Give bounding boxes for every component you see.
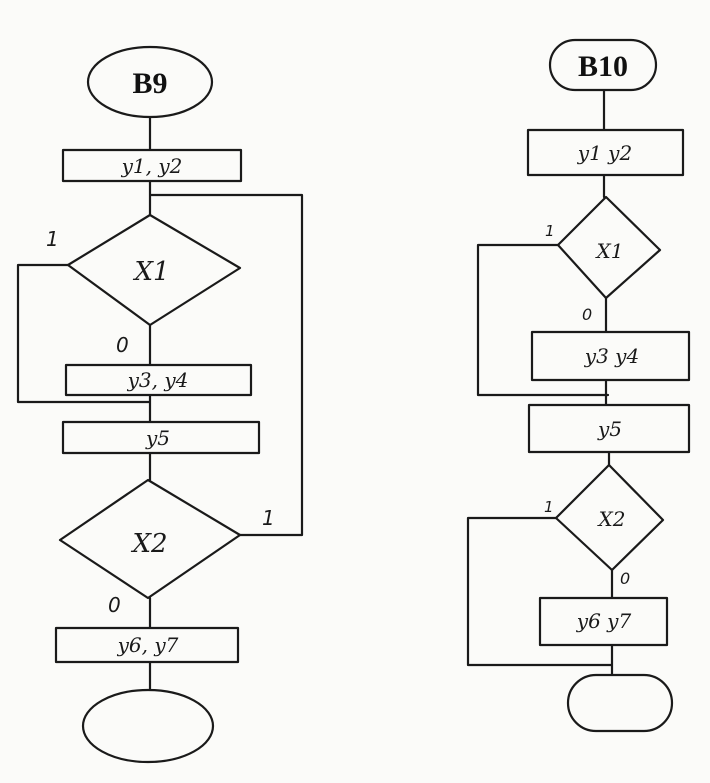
b10-process-y3-y4 [530, 330, 691, 382]
b9-decision-x1-false-label: 0 [116, 333, 129, 357]
b9-process-y5 [61, 420, 261, 455]
b10-decision-x2 [554, 463, 665, 572]
b9-process-y6-y7-label: y6, y7 [117, 633, 179, 657]
b10-process-y1-y2 [526, 128, 685, 177]
b9-decision-x1 [66, 213, 242, 327]
b10-decision-x2-true-label: 1 [544, 498, 554, 516]
b10-connector-lines [466, 88, 614, 677]
b9-process-y3-y4-label: y3, y4 [127, 368, 189, 392]
b9-process-y1-y2-label: y1, y2 [121, 154, 183, 178]
b9-connector-lines [16, 115, 304, 692]
b10-process-y6-y7-label: y6 y7 [576, 609, 632, 633]
b10-process-y3-y4-label: y3 y4 [584, 344, 639, 368]
b10-process-y6-y7 [538, 596, 669, 647]
b10-process-y5 [527, 403, 691, 454]
flowchart-b9: B9 y1, y2 X1 1 0 y3, y4 y5 X2 1 0 y6, y7 [16, 45, 304, 764]
b10-decision-x2-false-label: 0 [620, 569, 630, 588]
b9-decision-x1-label: X1 [132, 257, 169, 287]
b9-process-y5-label: y5 [145, 426, 170, 450]
b10-decision-x1-true-label: 1 [545, 222, 555, 240]
b10-process-y1-y2-label: y1 y2 [577, 141, 632, 165]
b10-decision-x1-label: X1 [595, 239, 624, 263]
b10-decision-x1 [556, 195, 662, 300]
b9-title: B9 [132, 67, 167, 100]
b10-start-terminal [548, 38, 658, 92]
b9-decision-x2-true-label: 1 [262, 506, 275, 530]
b10-end-terminal [566, 673, 674, 733]
b10-process-y5-label: y5 [597, 417, 622, 441]
b9-decision-x1-true-label: 1 [46, 227, 59, 251]
b9-decision-x2-label: X2 [130, 529, 167, 559]
b10-decision-x2-label: X2 [597, 507, 626, 531]
b9-process-y3-y4 [64, 363, 253, 397]
b9-process-y6-y7 [54, 626, 240, 664]
b10-decision-x1-false-label: 0 [582, 305, 592, 324]
b9-process-y1-y2 [61, 148, 243, 183]
flowchart-b10: B10 y1 y2 X1 1 0 y3 y4 y5 X2 1 0 y6 y7 [466, 38, 691, 733]
b9-end-terminal [81, 688, 215, 764]
b9-decision-x2-false-label: 0 [108, 593, 121, 617]
b9-start-terminal [86, 45, 214, 119]
b10-title: B10 [578, 50, 628, 83]
b9-decision-x2 [58, 478, 242, 600]
